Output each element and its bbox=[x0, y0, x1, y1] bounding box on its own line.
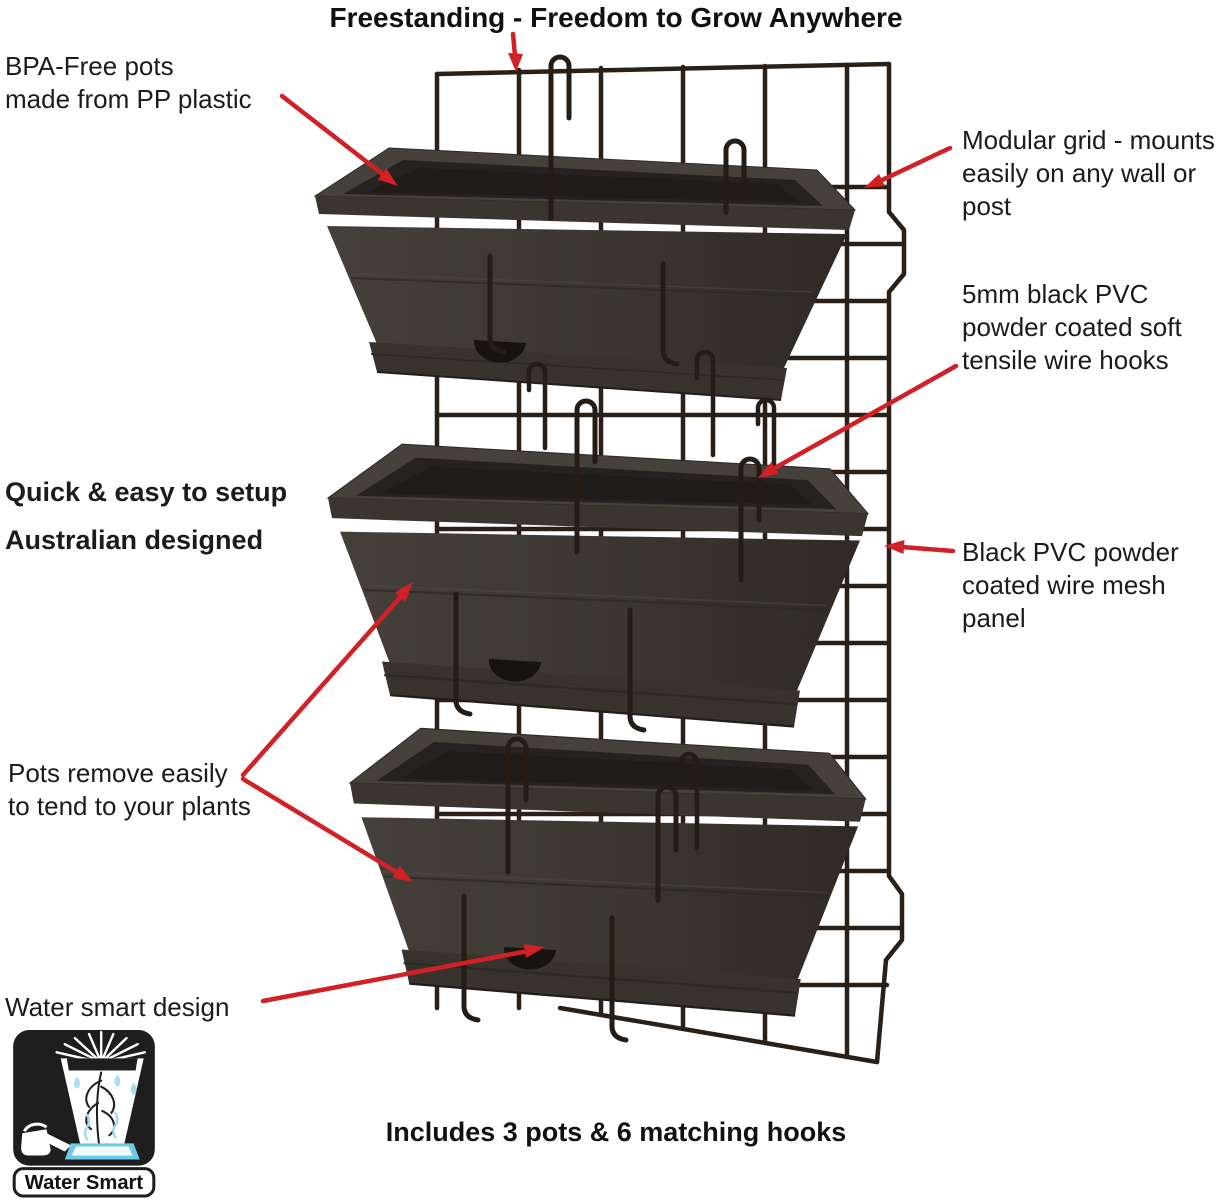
pot-bottom bbox=[348, 727, 867, 1017]
arrow-pots-remove-lower bbox=[240, 776, 413, 882]
label-wire-hooks: 5mm black PVC powder coated soft tensile… bbox=[962, 279, 1182, 375]
arrow-pots-remove-upper bbox=[240, 582, 413, 778]
badge-label: Water Smart bbox=[25, 1172, 144, 1194]
label-includes: Includes 3 pots & 6 matching hooks bbox=[385, 1117, 847, 1147]
label-mesh-panel: Black PVC powder coated wire mesh panel bbox=[962, 537, 1179, 633]
water-smart-pot-icon bbox=[60, 1058, 144, 1160]
water-smart-cutout-middle bbox=[488, 659, 541, 682]
label-pots-remove: Pots remove easily to tend to your plant… bbox=[8, 758, 251, 821]
label-modular-grid: Modular grid - mounts easily on any wall… bbox=[962, 125, 1215, 221]
badge-label-pill bbox=[12, 1167, 156, 1198]
arrow-mesh-panel bbox=[884, 540, 956, 554]
wire-hooks bbox=[453, 54, 777, 1043]
planter-pots bbox=[314, 147, 870, 1017]
arrow-wire-hooks bbox=[758, 363, 959, 478]
grid-right-rail bbox=[874, 61, 907, 1065]
grid-top-bar bbox=[434, 61, 892, 77]
label-bpa-free-pots: BPA-Free pots made from PP plastic bbox=[5, 51, 252, 114]
label-quick-setup: Quick & easy to setup bbox=[5, 477, 288, 507]
label-water-smart-design: Water smart design bbox=[5, 992, 230, 1022]
arrow-freestanding bbox=[508, 31, 523, 72]
headline: Freestanding - Freedom to Grow Anywhere bbox=[329, 2, 903, 33]
watering-can-icon bbox=[21, 1122, 71, 1156]
callout-arrows bbox=[240, 31, 959, 1004]
water-drop-icons bbox=[73, 1074, 137, 1095]
arrow-bpa-pots bbox=[279, 93, 398, 186]
arrow-water-smart bbox=[260, 944, 545, 1004]
grid-bottom-bar bbox=[557, 1005, 880, 1065]
pot-top bbox=[314, 147, 856, 401]
arrow-modular-grid bbox=[864, 145, 953, 188]
water-smart-badge: Water Smart bbox=[12, 1030, 156, 1198]
label-australian-designed: Australian designed bbox=[5, 525, 264, 555]
